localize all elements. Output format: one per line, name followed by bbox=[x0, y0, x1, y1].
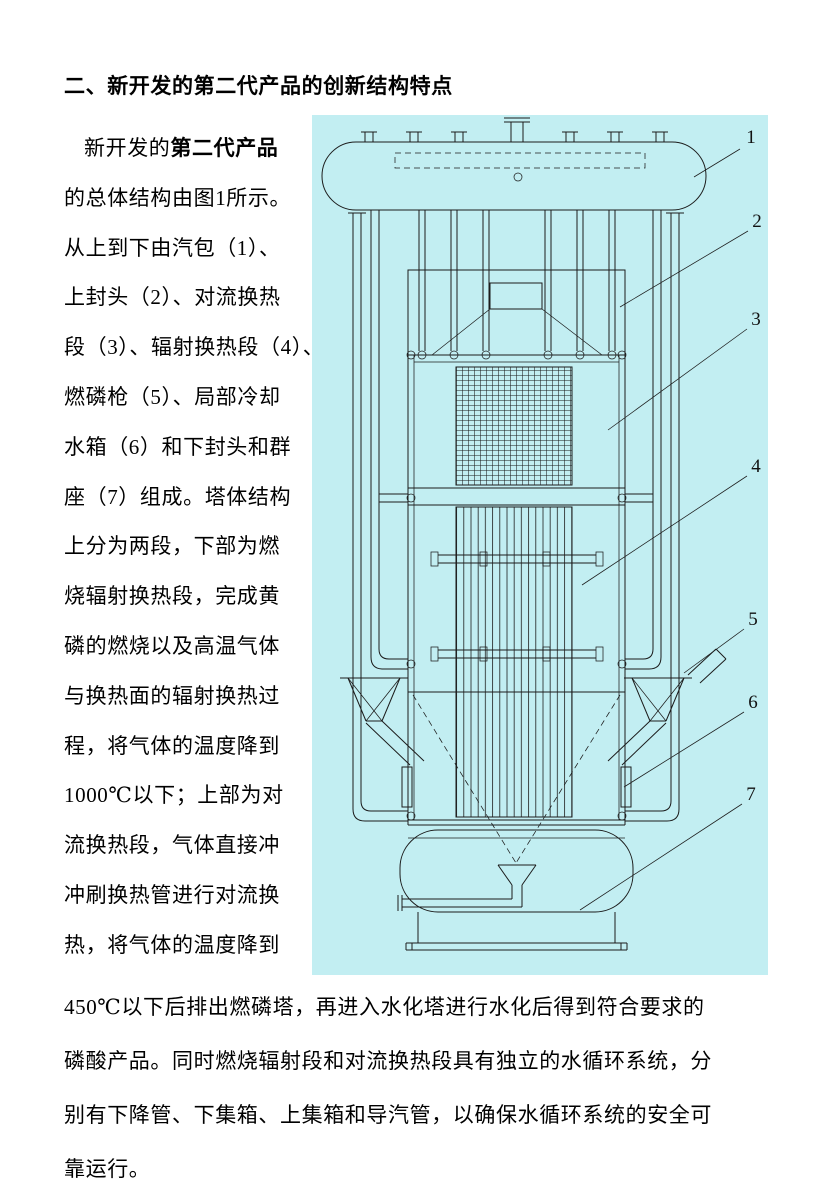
downcomer-left bbox=[348, 210, 416, 822]
text-line: 上封头（2）、对流换热 bbox=[64, 285, 281, 310]
callout-2: 2 bbox=[752, 211, 762, 232]
cooling-water-boxes bbox=[401, 766, 632, 808]
steam-drum bbox=[321, 117, 707, 211]
text-line: 与换热面的辐射换热过 bbox=[64, 683, 280, 708]
callout-4: 4 bbox=[751, 456, 761, 477]
text-line: 新开发的第二代产品 bbox=[64, 124, 318, 174]
text-line: 从上到下由汽包（1）、 bbox=[64, 235, 281, 260]
drum-center-nozzle bbox=[504, 117, 530, 142]
text-line: 程，将气体的温度降到 bbox=[64, 733, 280, 758]
text-line: 的总体结构由图1所示。 bbox=[64, 185, 292, 210]
section-heading: 二、新开发的第二代产品的创新结构特点 bbox=[64, 74, 453, 98]
hanger-tubes bbox=[417, 210, 617, 360]
downcomer-right bbox=[617, 210, 684, 822]
text-run-bold: 第二代产品 bbox=[170, 136, 279, 160]
callout-5: 5 bbox=[748, 609, 758, 630]
text-line: 磷酸产品。同时燃烧辐射段和对流换热段具有独立的水循环系统，分 bbox=[64, 1049, 712, 1073]
callout-7: 7 bbox=[746, 784, 756, 805]
text-line: 450℃以下后排出燃磷塔，再进入水化塔进行水化后得到符合要求的 bbox=[64, 995, 705, 1019]
text-line: 燃磷枪（5）、局部冷却 bbox=[64, 384, 281, 409]
text-run: 新开发的 bbox=[84, 136, 171, 160]
bottom-head bbox=[397, 829, 634, 913]
callout-1: 1 bbox=[746, 127, 756, 148]
text-line: 靠运行。 bbox=[64, 1157, 151, 1181]
body-text-left-column: 新开发的第二代产品 的总体结构由图1所示。 从上到下由汽包（1）、 上封头（2）… bbox=[64, 124, 325, 971]
figure-tower-diagram: 1 2 3 4 5 6 7 bbox=[312, 115, 768, 975]
support-skirt bbox=[405, 912, 628, 951]
callout-leader-lines bbox=[579, 148, 749, 911]
text-line: 烧辐射换热段，完成黄 bbox=[64, 584, 280, 609]
tower-drawing bbox=[312, 115, 768, 975]
callout-6: 6 bbox=[748, 692, 758, 713]
text-line: 1000℃以下；上部为对 bbox=[64, 783, 284, 808]
text-line: 别有下降管、下集箱、上集箱和导汽管，以确保水循环系统的安全可 bbox=[64, 1103, 712, 1127]
text-line: 座（7）组成。塔体结构 bbox=[64, 484, 292, 509]
text-line: 上分为两段，下部为燃 bbox=[64, 534, 280, 559]
cone-dashed-lines bbox=[412, 694, 621, 864]
burner-funnel-left bbox=[340, 677, 425, 766]
text-line: 冲刷换热管进行对流换 bbox=[64, 882, 280, 907]
drain-pipe bbox=[397, 885, 523, 911]
convection-tube-bundle bbox=[455, 366, 573, 486]
text-line: 热，将气体的温度降到 bbox=[64, 932, 280, 957]
text-line: 磷的燃烧以及高温气体 bbox=[64, 633, 280, 658]
radiant-tube-bundle bbox=[430, 506, 604, 818]
callout-3: 3 bbox=[751, 309, 761, 330]
text-line: 水箱（6）和下封头和群 bbox=[64, 434, 292, 459]
text-line: 流换热段，气体直接冲 bbox=[64, 833, 280, 858]
body-text-bottom: 450℃以下后排出燃磷塔，再进入水化塔进行水化后得到符合要求的 磷酸产品。同时燃… bbox=[64, 980, 768, 1196]
text-line: 段（3）、辐射换热段（4）、 bbox=[64, 335, 325, 360]
